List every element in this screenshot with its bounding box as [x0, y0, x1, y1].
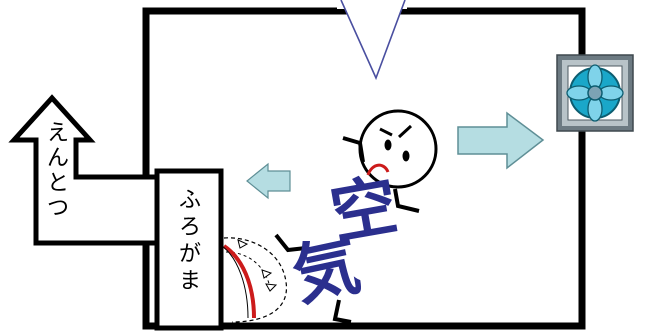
chimney-label-char: と — [47, 171, 69, 196]
air-to-fan-arrow — [457, 111, 545, 170]
chimney-label-char: え — [47, 121, 69, 146]
worried-face-icon — [274, 109, 438, 324]
furnace-label-char: ろ — [179, 215, 201, 240]
furnace-label-char: ま — [179, 269, 201, 294]
top-inlet-funnel — [337, 0, 407, 81]
chimney-label-char: つ — [47, 196, 69, 221]
furnace-flame-icon — [221, 237, 288, 323]
chimney-arrow: え ん と つ — [8, 94, 161, 246]
air-label-char: 空 — [325, 166, 403, 253]
air-to-furnace-arrow — [246, 162, 291, 200]
air-label-char: 気 — [286, 226, 367, 315]
ventilation-fan-icon — [556, 54, 634, 132]
furnace-label-char: が — [179, 242, 201, 267]
chimney-label-char: ん — [47, 146, 69, 171]
furnace-label-char: ふ — [179, 188, 201, 213]
furnace-box: ふ ろ が ま — [154, 168, 224, 331]
